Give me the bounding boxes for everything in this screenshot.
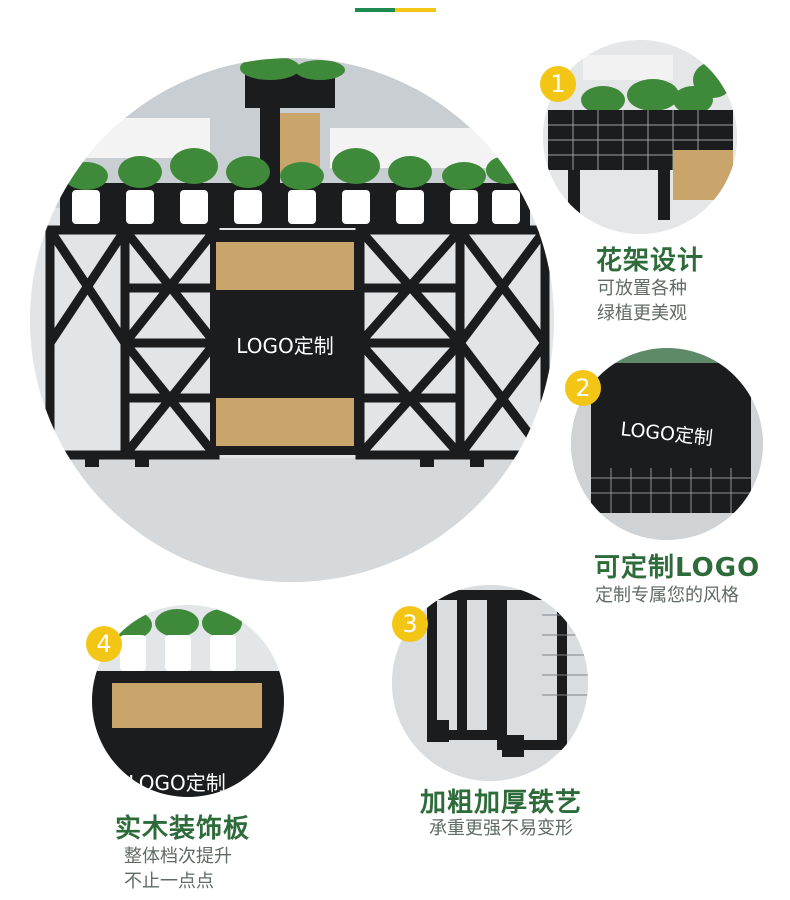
feature-2-line-1: 定制专属您的风格: [595, 585, 739, 606]
hero-wood-panel-top: [216, 242, 354, 290]
feature-1-image: [543, 40, 737, 234]
feature-4-line-1: 整体档次提升: [124, 846, 232, 867]
wood-panel-illustration: LOGO定制: [92, 605, 284, 797]
planter-row: [60, 148, 530, 228]
flower-rack-illustration: [543, 40, 737, 234]
feature-4-line-2: 不止一点点: [124, 871, 214, 892]
feature-2-title: 可定制LOGO: [594, 553, 761, 583]
hero-logo-text: LOGO定制: [236, 334, 333, 358]
accent-yellow-segment: [395, 8, 436, 12]
hero-wood-panel-bottom: [216, 398, 354, 446]
hero-product-image: LOGO定制: [30, 58, 554, 582]
feature-3-line-1: 承重更强不易变形: [429, 818, 573, 839]
feature-4-logo-text: LOGO定制: [128, 771, 225, 795]
badge-2: 2: [565, 370, 601, 406]
feature-1-title: 花架设计: [596, 246, 705, 276]
badge-3: 3: [392, 606, 428, 642]
feature-2-image: LOGO定制: [571, 348, 763, 540]
badge-4: 4: [86, 626, 122, 662]
feature-3-title: 加粗加厚铁艺: [419, 788, 582, 818]
top-accent-bar: [355, 8, 436, 12]
accent-green-segment: [355, 8, 395, 12]
feature-4-image: LOGO定制: [92, 605, 284, 797]
feature-1-line-2: 绿植更美观: [597, 303, 687, 324]
feature-4-title: 实木装饰板: [115, 814, 251, 844]
logo-panel-illustration: LOGO定制: [571, 348, 763, 540]
feature-1-line-1: 可放置各种: [597, 278, 687, 299]
badge-1: 1: [540, 66, 576, 102]
hero-illustration: LOGO定制: [30, 58, 554, 582]
